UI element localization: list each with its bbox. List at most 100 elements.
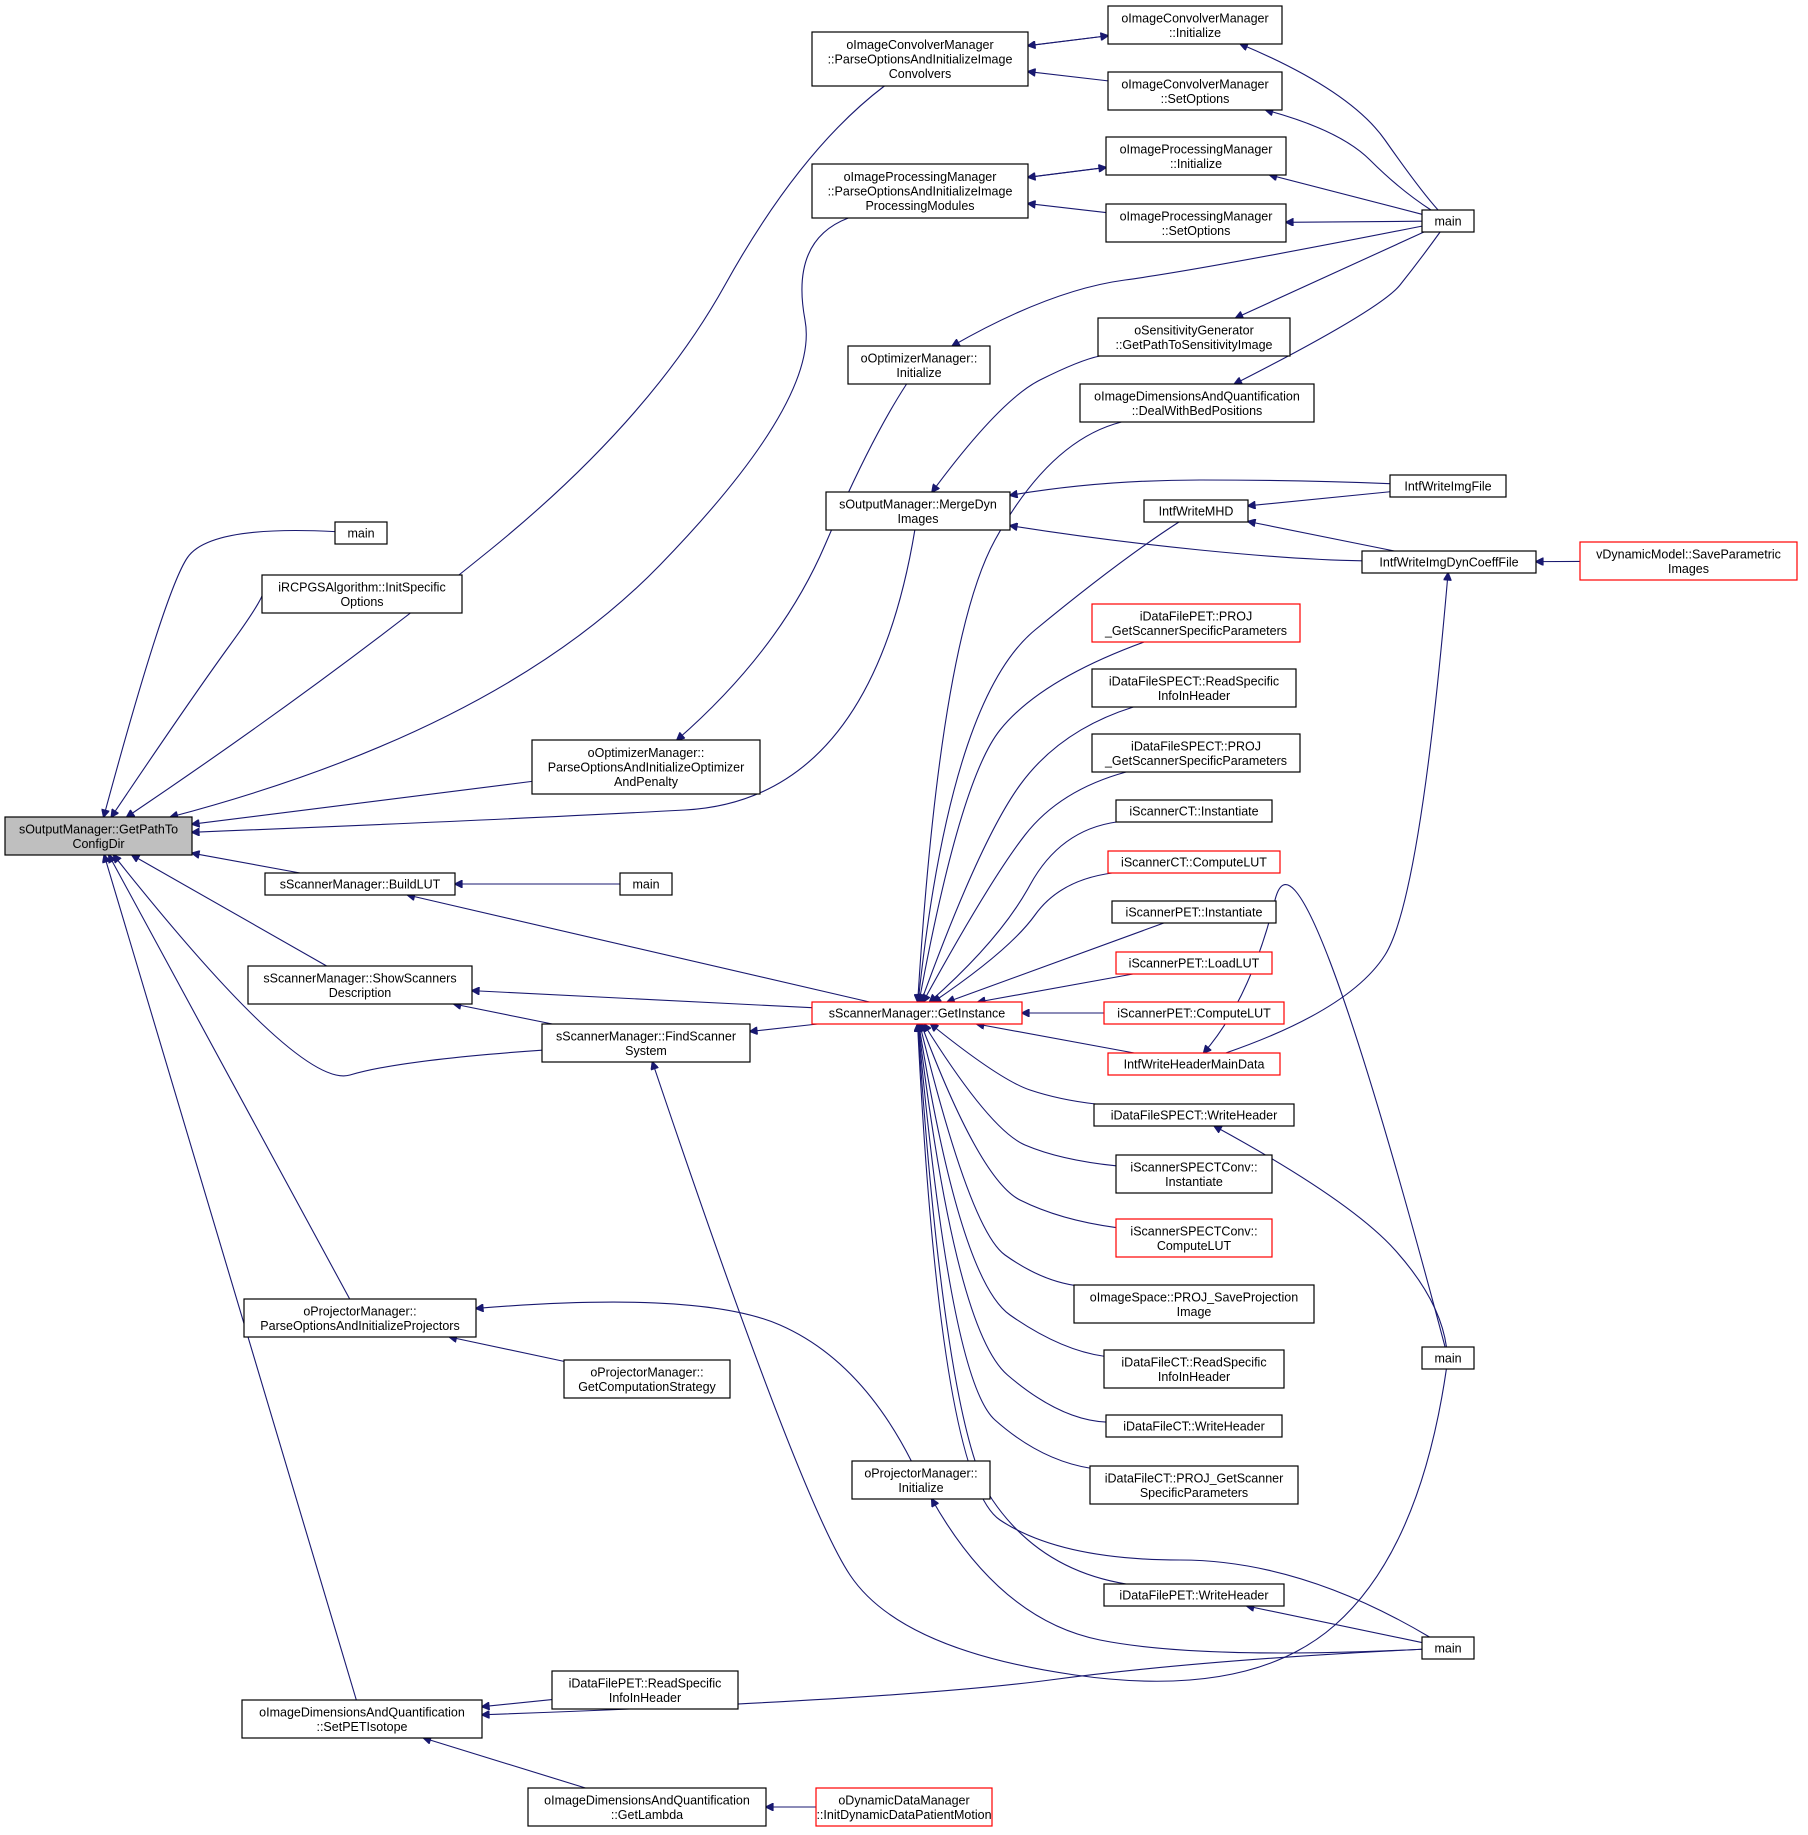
node-optparse[interactable]: oOptimizerManager::ParseOptionsAndInitia…: [531, 739, 761, 795]
node-label: Description: [329, 986, 392, 1000]
node-box: [851, 1460, 991, 1500]
node-main1[interactable]: main: [334, 521, 388, 545]
edge-line: [918, 1024, 1091, 1469]
edge-main3-to-procinit: [1270, 175, 1423, 215]
edge-line: [1248, 521, 1395, 552]
node-spectinst[interactable]: iScannerSPECTConv::Instantiate: [1115, 1154, 1273, 1194]
node-dynmotion[interactable]: oDynamicDataManager::InitDynamicDataPati…: [815, 1787, 993, 1827]
node-convparse[interactable]: oImageConvolverManager::ParseOptionsAndI…: [811, 31, 1029, 87]
edge-line: [920, 1024, 1075, 1286]
node-projinit[interactable]: oProjectorManager::Initialize: [851, 1460, 991, 1500]
node-petlut[interactable]: iScannerPET::ComputeLUT: [1103, 1001, 1285, 1025]
edge-ircpgs-to-root: [111, 589, 264, 817]
edge-line: [918, 1024, 1430, 1638]
node-box: [1389, 474, 1507, 498]
node-label: sOutputManager::GetPathTo: [19, 822, 178, 836]
edge-line: [1270, 175, 1423, 215]
edge-line: [476, 1301, 912, 1462]
edge-line: [921, 1024, 1117, 1229]
node-label: oDynamicDataManager: [838, 1793, 969, 1807]
edge-projstrat-to-projparse: [449, 1337, 565, 1362]
node-box: [563, 1359, 731, 1399]
node-label: ConfigDir: [72, 837, 124, 851]
node-dfspectwh[interactable]: iDataFileSPECT::WriteHeader: [1093, 1103, 1295, 1127]
node-procparse[interactable]: oImageProcessingManager::ParseOptionsAnd…: [811, 163, 1029, 219]
edge-line: [1010, 479, 1391, 495]
node-procset[interactable]: oImageProcessingManager::SetOptions: [1105, 203, 1287, 243]
node-main5[interactable]: main: [1421, 1636, 1475, 1660]
node-petload[interactable]: iScannerPET::LoadLUT: [1115, 951, 1273, 975]
edge-spectinst-to-getinst: [924, 1024, 1117, 1167]
node-label: vDynamicModel::SaveParametric: [1596, 547, 1781, 561]
node-petinst[interactable]: iScannerPET::Instantiate: [1111, 900, 1277, 924]
node-projstrat[interactable]: oProjectorManager::GetComputationStrateg…: [563, 1359, 731, 1399]
edge-main3-to-convinit: [1240, 44, 1439, 211]
node-label: main: [632, 878, 659, 892]
node-buildlut[interactable]: sScannerManager::BuildLUT: [264, 872, 456, 896]
node-label: ::GetPathToSensitivityImage: [1115, 338, 1272, 352]
node-spectlut[interactable]: iScannerSPECTConv::ComputeLUT: [1115, 1218, 1273, 1258]
edge-main5-to-getinst: [918, 1024, 1430, 1638]
node-label: oImageConvolverManager: [1121, 11, 1268, 25]
node-sensgen[interactable]: oSensitivityGenerator::GetPathToSensitiv…: [1097, 317, 1291, 357]
node-getinst[interactable]: sScannerManager::GetInstance: [811, 1001, 1023, 1025]
node-label: oProjectorManager::: [590, 1365, 703, 1379]
node-main2[interactable]: main: [619, 872, 673, 896]
node-box: [1421, 1636, 1475, 1660]
node-dfpetwh[interactable]: iDataFilePET::WriteHeader: [1103, 1583, 1285, 1607]
node-setpet[interactable]: oImageDimensionsAndQuantification::SetPE…: [241, 1699, 483, 1739]
node-writedyn[interactable]: IntfWriteImgDynCoeffFile: [1361, 550, 1537, 574]
node-dfpetproj[interactable]: iDataFilePET::PROJ_GetScannerSpecificPar…: [1091, 603, 1301, 643]
node-convinit[interactable]: oImageConvolverManager::Initialize: [1107, 5, 1283, 45]
node-box: [811, 1001, 1023, 1025]
node-main4[interactable]: main: [1421, 1346, 1475, 1370]
node-main3[interactable]: main: [1421, 209, 1475, 233]
node-writemhd[interactable]: IntfWriteMHD: [1143, 499, 1249, 523]
edge-line: [1225, 573, 1448, 1054]
node-ctlut[interactable]: iScannerCT::ComputeLUT: [1107, 850, 1281, 874]
node-label: sOutputManager::MergeDyn: [839, 497, 997, 511]
edge-line: [1214, 1126, 1448, 1348]
node-whmain[interactable]: IntfWriteHeaderMainData: [1107, 1052, 1281, 1076]
node-projparse[interactable]: oProjectorManager::ParseOptionsAndInitia…: [243, 1298, 477, 1338]
node-dfctwh[interactable]: iDataFileCT::WriteHeader: [1105, 1414, 1283, 1438]
node-writeimg[interactable]: IntfWriteImgFile: [1389, 474, 1507, 498]
node-box: [1105, 136, 1287, 176]
node-dealbed[interactable]: oImageDimensionsAndQuantification::DealW…: [1079, 383, 1315, 423]
node-box: [825, 491, 1011, 531]
node-label: AndPenalty: [614, 775, 679, 789]
node-box: [1107, 5, 1283, 45]
edge-line: [407, 895, 870, 1003]
node-ctinst[interactable]: iScannerCT::Instantiate: [1115, 799, 1273, 823]
node-dfctproj[interactable]: iDataFileCT::PROJ_GetScannerSpecificPara…: [1089, 1465, 1299, 1505]
edge-line: [170, 217, 849, 817]
node-optinit[interactable]: oOptimizerManager::Initialize: [847, 345, 991, 385]
node-label: iDataFilePET::WriteHeader: [1119, 1589, 1268, 1603]
node-convset[interactable]: oImageConvolverManager::SetOptions: [1107, 71, 1283, 111]
edge-procparse-to-root: [170, 217, 849, 817]
node-label: ParseOptionsAndInitializeProjectors: [260, 1319, 459, 1333]
node-box: [1107, 71, 1283, 111]
edge-dfspectproj-to-getinst: [923, 771, 1127, 1002]
node-getlambda[interactable]: oImageDimensionsAndQuantification::GetLa…: [527, 1787, 767, 1827]
edge-getinst-to-showscan: [472, 991, 813, 1009]
edge-line: [114, 855, 543, 1077]
edge-line: [919, 641, 1145, 1002]
node-dfspectproj[interactable]: iDataFileSPECT::PROJ_GetScannerSpecificP…: [1091, 733, 1301, 773]
node-box: [261, 574, 463, 614]
edge-line: [104, 855, 357, 1701]
edge-imgspace-to-getinst: [920, 1024, 1075, 1286]
node-label: Images: [1668, 562, 1709, 576]
node-procinit[interactable]: oImageProcessingManager::Initialize: [1105, 136, 1287, 176]
node-box: [1091, 603, 1301, 643]
